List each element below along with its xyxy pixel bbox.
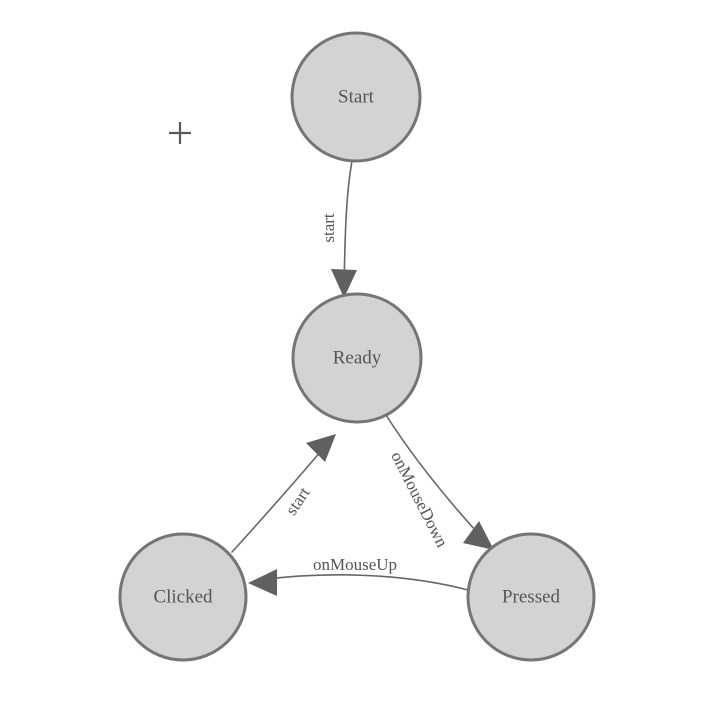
edge-clicked-ready-path <box>231 443 328 553</box>
node-clicked-circle[interactable] <box>118 532 248 662</box>
edge-pressed-clicked-path <box>259 574 469 591</box>
node-start-circle[interactable] <box>290 31 422 163</box>
node-start[interactable]: Start <box>290 31 422 163</box>
edge-pressed-clicked[interactable]: onMouseUp <box>248 555 469 596</box>
edge-pressed-clicked-label: onMouseUp <box>313 555 397 574</box>
edge-pressed-clicked-arrowhead <box>248 569 277 596</box>
node-ready-circle[interactable] <box>291 292 423 424</box>
edge-ready-pressed-arrowhead <box>463 521 494 550</box>
edge-clicked-ready-arrowhead <box>306 434 336 462</box>
edge-start-ready[interactable]: start <box>319 160 357 298</box>
node-pressed-label: Pressed <box>502 586 561 607</box>
edge-clicked-ready-label: start <box>282 483 314 518</box>
edge-ready-pressed-path <box>385 414 486 542</box>
node-ready[interactable]: Ready <box>291 292 423 424</box>
node-clicked-label: Clicked <box>153 586 213 607</box>
edge-start-ready-arrowhead <box>331 269 357 298</box>
node-start-label: Start <box>338 86 375 107</box>
edge-ready-pressed[interactable]: onMouseDown <box>385 414 494 551</box>
edge-clicked-ready[interactable]: start <box>231 434 336 553</box>
edge-start-ready-label: start <box>319 213 338 243</box>
node-pressed[interactable]: Pressed <box>466 532 596 662</box>
node-clicked[interactable]: Clicked <box>118 532 248 662</box>
node-pressed-circle[interactable] <box>466 532 596 662</box>
crosshair-icon[interactable] <box>169 122 191 144</box>
node-ready-label: Ready <box>333 347 382 368</box>
edge-start-ready-path <box>343 160 353 287</box>
